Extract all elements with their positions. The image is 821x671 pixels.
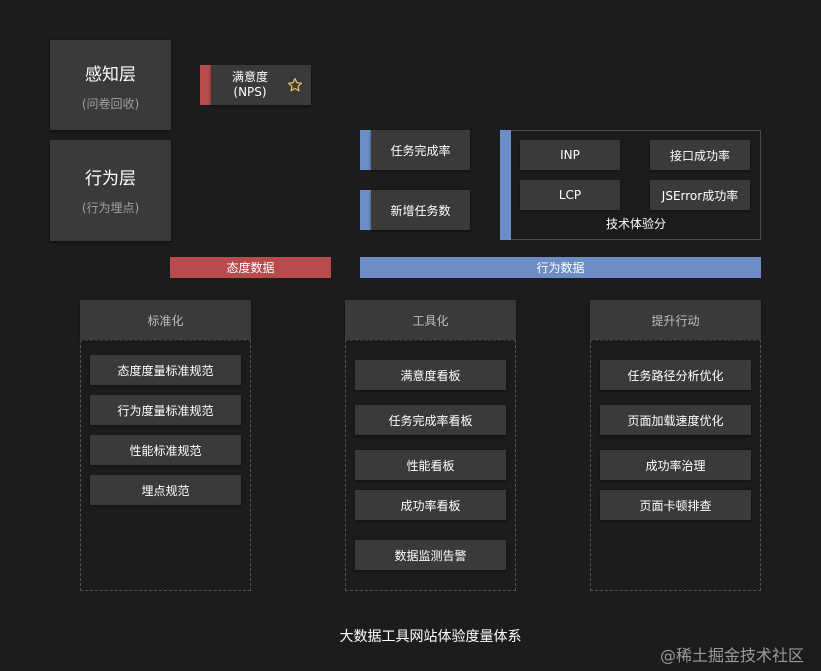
nps-label-line2: (NPS) <box>233 85 267 99</box>
improvement-column-header: 提升行动 <box>590 300 761 340</box>
success-rate-governance-item: 成功率治理 <box>600 450 751 480</box>
tech-score-caption: 技术体验分 <box>605 217 666 231</box>
data-monitoring-alert-item: 数据监测告警 <box>355 540 506 570</box>
performance-standard-item: 性能标准规范 <box>90 435 241 465</box>
tech-score-item-lcp: LCP <box>520 180 620 210</box>
performance-dashboard-item: 性能看板 <box>355 450 506 480</box>
page-load-optimization-item: 页面加载速度优化 <box>600 405 751 435</box>
tooling-column-header: 工具化 <box>345 300 516 340</box>
new-tasks-card: 新增任务数 <box>371 190 470 230</box>
diagram-caption: 大数据工具网站体验度量体系 <box>339 629 522 645</box>
tech-score-item-api-success: 接口成功率 <box>650 140 750 170</box>
tech-score-item-jserror: JSError成功率 <box>650 180 750 210</box>
nps-card: 满意度 (NPS) <box>211 65 311 105</box>
tech-score-item-inp: INP <box>520 140 620 170</box>
task-completion-card: 任务完成率 <box>371 130 470 170</box>
watermark: @稀土掘金技术社区 <box>660 646 805 665</box>
satisfaction-dashboard-item: 满意度看板 <box>355 360 506 390</box>
perception-layer-box: 感知层 (问卷回收) <box>50 40 171 130</box>
attitude-metric-standard-item: 态度度量标准规范 <box>90 355 241 385</box>
behavior-layer-title: 行为层 <box>85 169 136 189</box>
behavior-metric-standard-item: 行为度量标准规范 <box>90 395 241 425</box>
star-icon <box>288 78 302 92</box>
new-tasks-accent-bar <box>360 190 371 230</box>
behavior-data-banner: 行为数据 <box>360 257 761 278</box>
task-path-optimization-item: 任务路径分析优化 <box>600 360 751 390</box>
perception-layer-title: 感知层 <box>85 65 136 85</box>
behavior-layer-subtitle: (行为埋点) <box>81 201 140 215</box>
tracking-standard-item: 埋点规范 <box>90 475 241 505</box>
nps-accent-bar <box>200 65 211 105</box>
nps-label-line1: 满意度 <box>231 70 268 84</box>
task-completion-dashboard-item: 任务完成率看板 <box>355 405 506 435</box>
tech-score-panel <box>511 130 761 240</box>
standardization-column-frame <box>80 340 251 591</box>
page-jank-investigation-item: 页面卡顿排查 <box>600 490 751 520</box>
success-rate-dashboard-item: 成功率看板 <box>355 490 506 520</box>
perception-layer-subtitle: (问卷回收) <box>81 97 140 111</box>
behavior-layer-box: 行为层 (行为埋点) <box>50 140 171 241</box>
standardization-column-header: 标准化 <box>80 300 251 340</box>
tech-score-accent-bar <box>500 130 511 240</box>
task-completion-accent-bar <box>360 130 371 170</box>
attitude-data-banner: 态度数据 <box>170 257 331 278</box>
tooling-column-frame <box>345 340 516 591</box>
improvement-column-frame <box>590 340 761 591</box>
